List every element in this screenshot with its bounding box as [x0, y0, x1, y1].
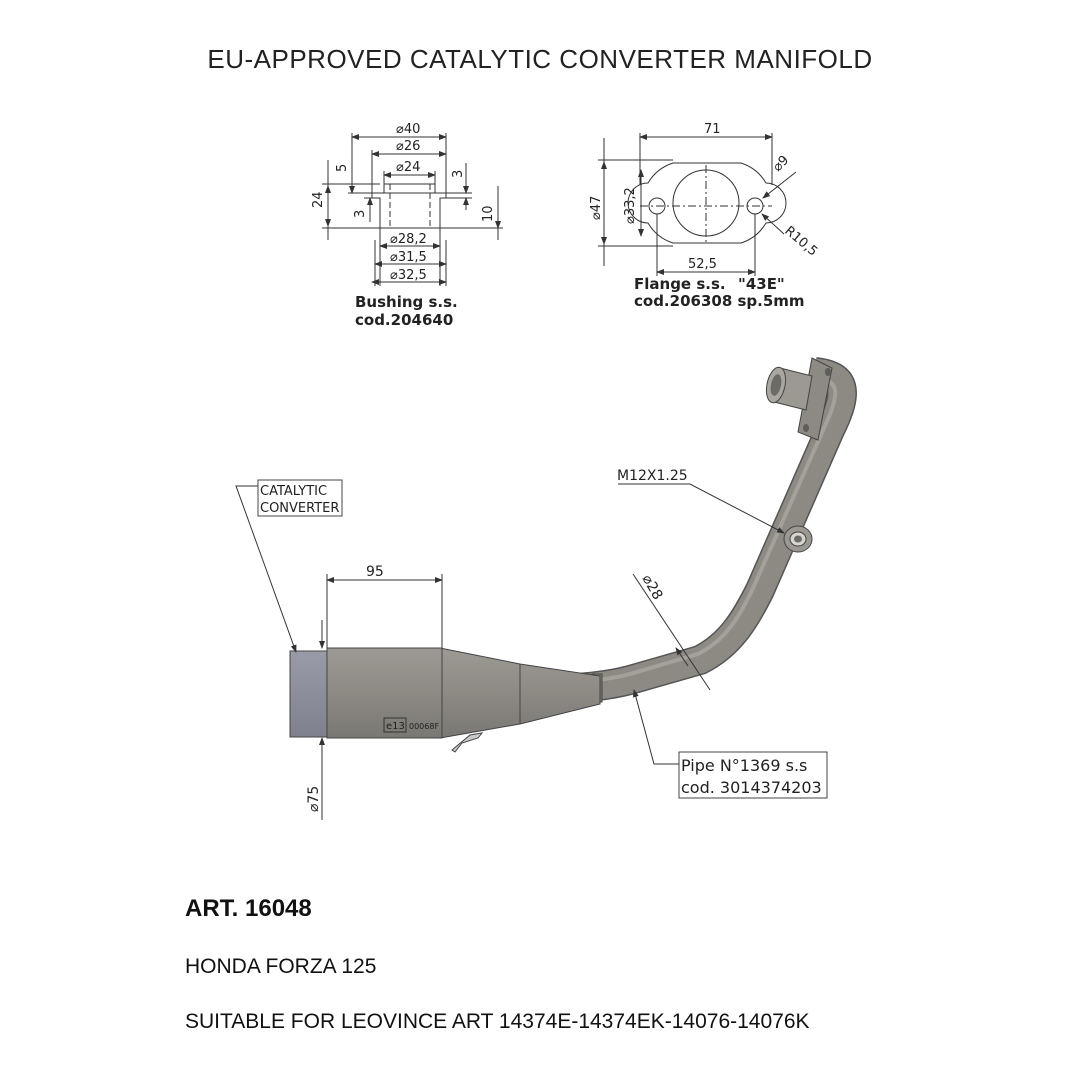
bushing-dim-d32-5: ⌀32,5: [390, 268, 427, 283]
vehicle-model: HONDA FORZA 125: [185, 955, 377, 978]
svg-text:cod.204640: cod.204640: [355, 311, 453, 329]
bushing-label: Bushing s.s. cod.204640: [355, 293, 458, 329]
bushing-dim-d28-2: ⌀28,2: [390, 232, 427, 247]
dim-75: ⌀75: [306, 786, 322, 812]
flange-drawing: [598, 133, 797, 276]
bushing-dim-h24: 24: [311, 191, 326, 208]
manifold-drawing: e13 00068F: [289, 357, 857, 753]
manifold-labels: CATALYTIC CONVERTER M12X1.25 95 ⌀28 ⌀75 …: [257, 468, 828, 812]
bushing-dimensions: ⌀40 ⌀26 ⌀24 5 24 3 3 10 ⌀28,2 ⌀31,5 ⌀32,…: [311, 122, 496, 283]
catalytic-label-line2: CONVERTER: [260, 501, 339, 516]
approval-code: 00068F: [409, 722, 439, 731]
bushing-dim-h3-right: 3: [451, 170, 466, 178]
page-title: EU-APPROVED CATALYTIC CONVERTER MANIFOLD: [207, 44, 873, 74]
bushing-dim-h5: 5: [335, 164, 350, 172]
pipe-label-box: [678, 751, 828, 799]
pipe-flange-bolt-bottom: [803, 424, 809, 432]
bushing-dim-d31-5: ⌀31,5: [390, 250, 427, 265]
flange-label: Flange s.s. "43E" cod.206308 sp.5mm: [634, 275, 805, 310]
svg-text:Bushing s.s.: Bushing s.s.: [355, 293, 458, 311]
catalytic-label-box: [257, 479, 343, 517]
dim-28: ⌀28: [639, 572, 666, 603]
bushing-dim-d40: ⌀40: [396, 122, 420, 137]
compatibility-text: SUITABLE FOR LEOVINCE ART 14374E-14374EK…: [185, 1010, 810, 1033]
approval-mark-box: [383, 717, 407, 733]
flange-dim-d9: ⌀9: [770, 153, 792, 175]
manifold-dimensions: [235, 483, 785, 820]
bushing-dim-h3-left: 3: [353, 210, 368, 218]
flange-dimensions: 71 ⌀9 ⌀47 ⌀33,2 R10,5 52,5: [589, 122, 820, 272]
clip: [451, 732, 484, 753]
pipe-label-line2: cod. 3014374203: [681, 778, 822, 797]
flange-dim-71: 71: [704, 122, 721, 137]
flange-dim-r10-5: R10,5: [781, 224, 820, 260]
catalytic-inlet-band: [289, 650, 328, 738]
catalytic-label-line1: CATALYTIC: [260, 484, 327, 499]
article-number: ART. 16048: [185, 895, 312, 922]
flange-outline: [627, 162, 787, 244]
bushing-outline: [371, 183, 447, 229]
flange-dim-d33-2: ⌀33,2: [623, 187, 638, 224]
pipe-label-line1: Pipe N°1369 s.s: [681, 756, 807, 775]
svg-text:"43E": "43E": [738, 275, 785, 293]
flange-dim-52-5: 52,5: [688, 257, 717, 272]
bushing-drawing: [322, 133, 503, 286]
approval-mark: e13: [386, 721, 405, 732]
bushing-dim-h10: 10: [481, 205, 496, 222]
bushing-dim-d24: ⌀24: [396, 160, 420, 175]
dim-95: 95: [366, 564, 384, 580]
svg-text:cod.206308 sp.5mm: cod.206308 sp.5mm: [634, 292, 805, 310]
bushing-dim-d26: ⌀26: [396, 139, 420, 154]
thread-label: M12X1.25: [617, 468, 688, 484]
svg-text:Flange s.s.: Flange s.s.: [634, 275, 726, 293]
pipe-flange-bolt-top: [825, 368, 831, 376]
flange-dim-d47: ⌀47: [589, 196, 604, 220]
